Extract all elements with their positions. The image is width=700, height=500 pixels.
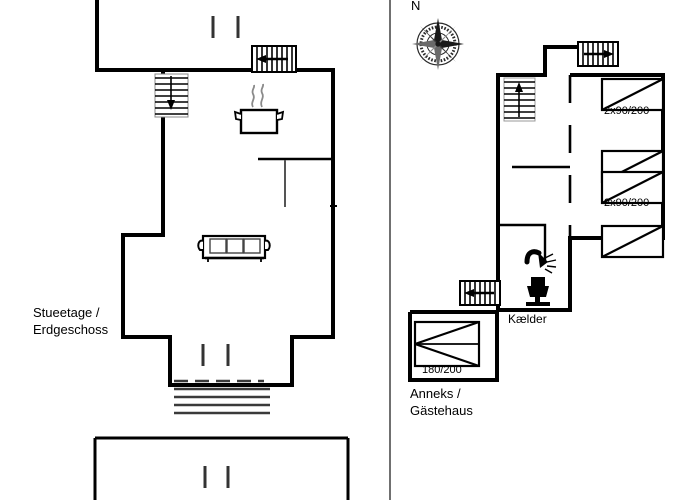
annex-bed-label: 180/200 xyxy=(422,364,462,376)
annex-label-line1: Anneks / xyxy=(410,386,461,401)
annex-label-line2: Gästehaus xyxy=(410,403,473,418)
ground-floor-label-line1: Stueetage / xyxy=(33,305,100,320)
basement-label: Kælder xyxy=(508,312,547,326)
shower-icon xyxy=(524,249,557,274)
bottom-room-outline xyxy=(93,436,350,500)
radiator-icon xyxy=(251,45,297,73)
radiator-icon xyxy=(459,280,501,306)
cooking-pot-icon xyxy=(233,83,285,135)
terrace-decking-icon xyxy=(174,379,270,415)
double-bed-icon xyxy=(413,320,481,368)
bedroom-upper-bed-label: 2x90/200 xyxy=(604,105,650,117)
stairs-down-icon xyxy=(154,73,189,118)
basement-outline-left xyxy=(496,45,572,312)
bathroom-partition xyxy=(498,223,547,262)
sofa-icon xyxy=(197,234,271,262)
compass-rose-icon xyxy=(412,18,464,70)
radiator-icon xyxy=(577,41,619,67)
toilet-icon xyxy=(526,277,550,306)
ground-floor-top-left-wall xyxy=(95,0,190,72)
annex-outline xyxy=(408,310,499,382)
basement-plan xyxy=(496,41,665,312)
ground-floor-plan xyxy=(93,0,350,500)
ground-floor-main-outline xyxy=(121,68,335,387)
annex-plan xyxy=(408,280,501,382)
bunk-bed-upper xyxy=(600,77,665,184)
bunk-bed-lower xyxy=(600,170,665,259)
ground-floor-label-line2: Erdgeschoss xyxy=(33,322,109,337)
stairs-up-icon xyxy=(503,77,536,122)
compass-north-label: N xyxy=(411,0,421,13)
bedroom-lower-bed-label: 2x90/200 xyxy=(604,197,650,209)
